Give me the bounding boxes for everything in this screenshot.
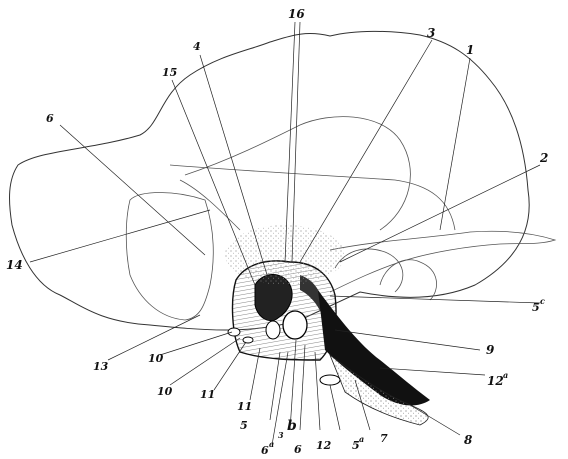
lower-nodule-a bbox=[228, 328, 240, 336]
label-11-a: 11 bbox=[200, 388, 215, 401]
label-12a-sup: a bbox=[503, 370, 508, 380]
label-9: 9 bbox=[486, 343, 495, 357]
ventricle-line bbox=[180, 180, 240, 230]
label-8: 8 bbox=[464, 433, 473, 447]
label-6-bottom: 6 bbox=[294, 443, 302, 456]
pineal-body bbox=[266, 321, 280, 339]
callosal-line bbox=[170, 165, 455, 230]
label-b: b bbox=[287, 418, 297, 434]
gyrus-curve-a bbox=[335, 249, 403, 292]
label-14: 14 bbox=[6, 258, 23, 272]
lower-nodule-b bbox=[243, 337, 253, 343]
label-5c: 5 bbox=[532, 301, 540, 314]
pons-nodule bbox=[320, 375, 340, 385]
label-1: 1 bbox=[466, 43, 474, 57]
label-11-b: 11 bbox=[237, 400, 252, 413]
label-5: 5 bbox=[240, 419, 248, 432]
label-5a-sup: a bbox=[359, 434, 364, 444]
label-6-top: 6 bbox=[46, 112, 54, 125]
label-2: 2 bbox=[539, 151, 548, 165]
cerebellum-outline bbox=[126, 193, 213, 321]
label-3-lower: 3 bbox=[278, 430, 284, 440]
label-6a-sup: a bbox=[269, 439, 274, 449]
mammillary-body bbox=[283, 311, 307, 339]
label-12a: 12 bbox=[487, 374, 504, 388]
label-12: 12 bbox=[316, 439, 332, 452]
label-3: 3 bbox=[427, 26, 435, 40]
label-5c-sup: c bbox=[540, 296, 545, 306]
label-4: 4 bbox=[193, 40, 201, 53]
label-13: 13 bbox=[93, 360, 109, 373]
label-6a: 6 bbox=[261, 444, 269, 457]
label-15: 15 bbox=[162, 66, 177, 79]
label-10-b: 10 bbox=[157, 385, 173, 398]
label-10-a: 10 bbox=[148, 352, 164, 365]
label-16: 16 bbox=[288, 7, 305, 21]
label-7: 7 bbox=[380, 432, 388, 445]
